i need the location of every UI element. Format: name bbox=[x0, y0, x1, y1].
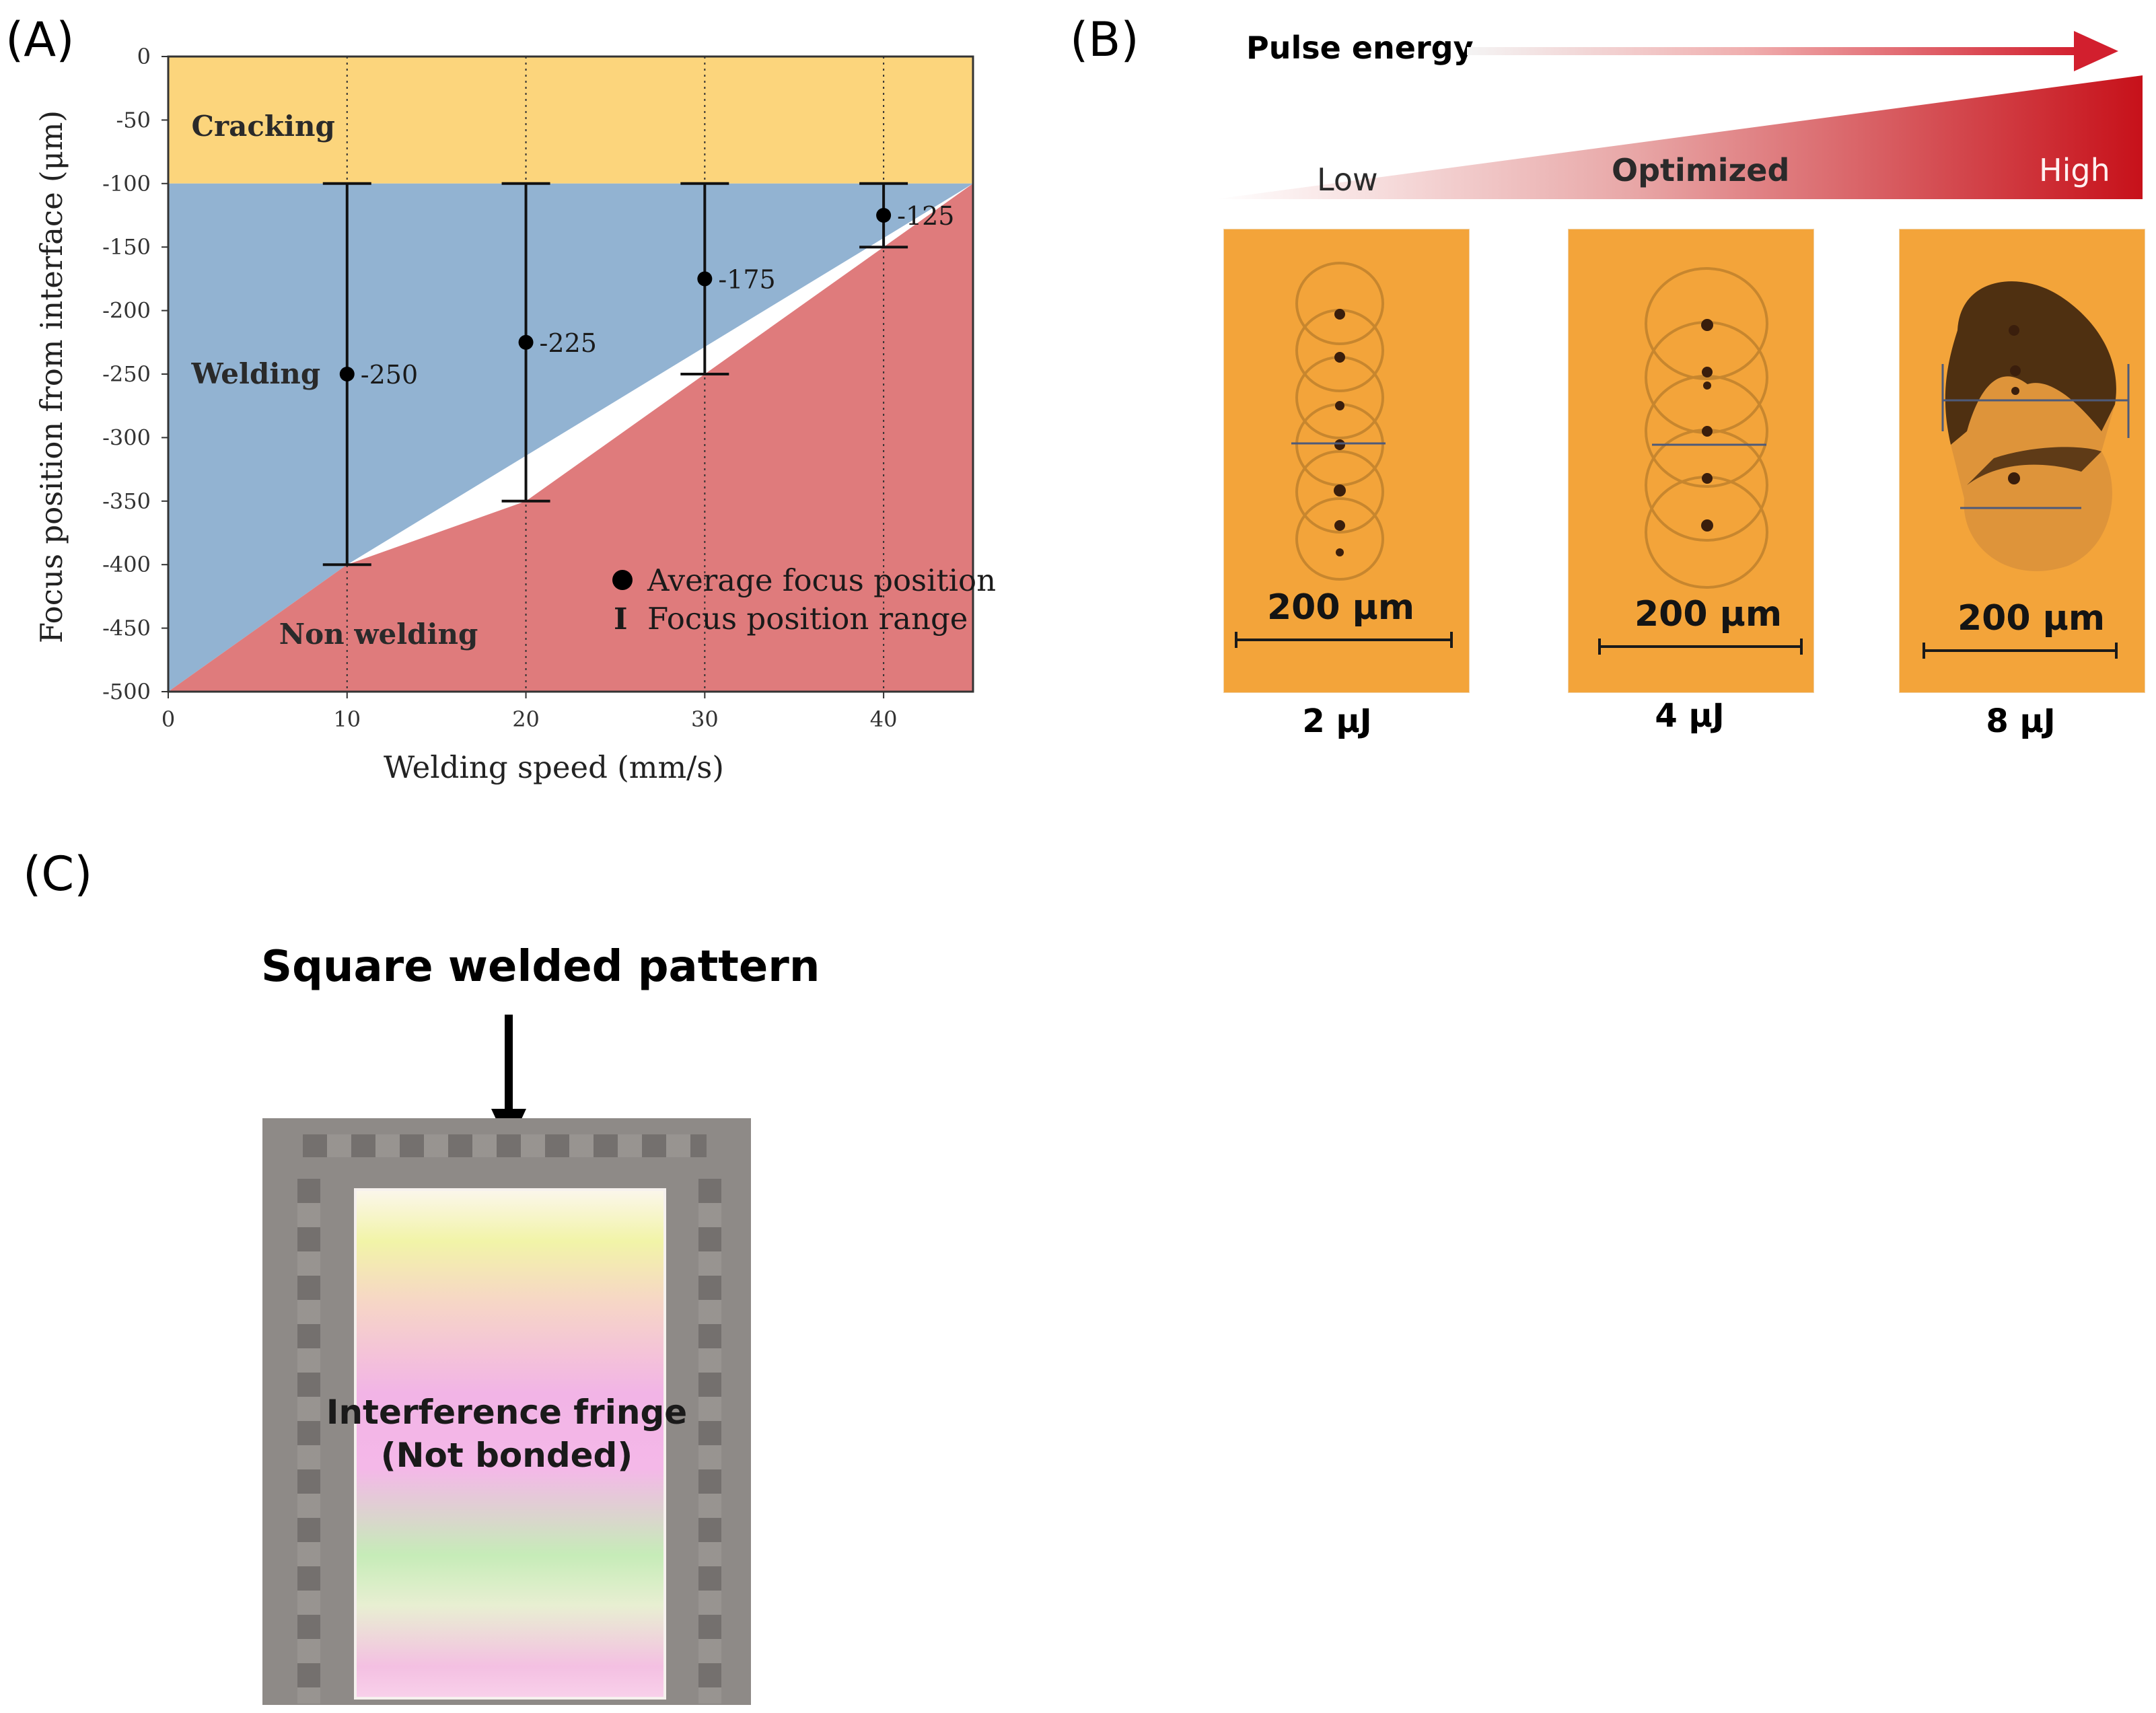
weld-seam-image bbox=[1291, 262, 1386, 581]
average-point bbox=[339, 367, 355, 381]
weld-seam-image bbox=[1645, 267, 1768, 589]
scale-label-2: 200 μm bbox=[1634, 594, 1783, 634]
scale-label-1: 200 μm bbox=[1267, 587, 1415, 628]
arrow-head-icon bbox=[2074, 31, 2118, 71]
data-label: -125 bbox=[897, 201, 954, 231]
scale-bar-1 bbox=[1235, 632, 1453, 648]
x-tick-label: 30 bbox=[691, 706, 719, 732]
legend-range-icon: I bbox=[614, 602, 628, 636]
panel-label-a: (A) bbox=[5, 12, 75, 67]
legend-marker-icon bbox=[612, 570, 633, 590]
x-tick-label: 0 bbox=[161, 706, 175, 732]
focus-position-chart: 0 -50 -100 -150 -200 -250 -300 -350 -400 -450 -500… bbox=[34, 44, 996, 785]
fringe-label-line2: (Not bonded) bbox=[380, 1436, 633, 1475]
panel-label-c: (C) bbox=[23, 846, 93, 902]
chart-series: -250 -225 -175 -125 bbox=[322, 182, 954, 567]
micrograph-2uj: 200 μm bbox=[1223, 229, 1470, 693]
y-axis-label: Focus position from interface (μm) bbox=[34, 110, 69, 643]
scale-label-3: 200 μm bbox=[1957, 598, 2106, 639]
micrograph-4uj: 200 μm bbox=[1568, 229, 1814, 693]
y-tick-label: -250 bbox=[102, 361, 151, 387]
micrograph-8uj: 200 μm bbox=[1899, 229, 2145, 693]
x-tick-label: 20 bbox=[512, 706, 540, 732]
y-tick-label: -300 bbox=[102, 425, 151, 450]
x-tick-label: 40 bbox=[870, 706, 898, 732]
chart-legend: Average focus position I Focus position … bbox=[612, 562, 996, 636]
fringe-label-line1: Interference fringe bbox=[326, 1393, 688, 1432]
y-tick-label: -450 bbox=[102, 616, 151, 641]
legend-range-label: Focus position range bbox=[647, 601, 968, 636]
pulse-energy-header: Pulse energy bbox=[1211, 27, 2133, 74]
pulse-energy-arrow-shaft bbox=[1467, 47, 2079, 55]
average-point bbox=[518, 334, 534, 350]
region-welding bbox=[168, 183, 973, 692]
legend-average-label: Average focus position bbox=[647, 562, 996, 598]
data-label: -250 bbox=[361, 360, 418, 390]
x-axis-label: Welding speed (mm/s) bbox=[384, 750, 724, 785]
average-point bbox=[697, 271, 713, 287]
data-label: -175 bbox=[718, 264, 775, 294]
square-welded-pattern-title: Square welded pattern bbox=[261, 942, 820, 992]
y-tick-label: -400 bbox=[102, 552, 151, 577]
scale-bar-2 bbox=[1598, 639, 1803, 655]
energy-level-high: High bbox=[2039, 152, 2110, 188]
scale-bar-3 bbox=[1923, 643, 2118, 659]
y-tick-label: -350 bbox=[102, 488, 151, 514]
energy-gradient-wedge bbox=[1215, 75, 2143, 199]
x-tick-label: 10 bbox=[333, 706, 361, 732]
y-tick-label: -50 bbox=[116, 107, 151, 133]
average-point bbox=[876, 208, 892, 223]
y-tick-label: -500 bbox=[102, 679, 151, 704]
weld-seam-image bbox=[1941, 281, 2130, 571]
panel-label-b: (B) bbox=[1070, 12, 1139, 67]
region-label: Non welding bbox=[279, 618, 478, 651]
data-label: -225 bbox=[540, 328, 597, 358]
y-tick-label: -100 bbox=[102, 171, 151, 196]
y-tick-label: -150 bbox=[102, 234, 151, 260]
chart-ticks: 0 -50 -100 -150 -200 -250 -300 -350 -400 -450 -500… bbox=[102, 44, 897, 732]
region-cracking bbox=[168, 57, 973, 184]
region-label: Welding bbox=[191, 357, 321, 390]
energy-level-low: Low bbox=[1317, 161, 1378, 198]
y-tick-label: 0 bbox=[137, 44, 151, 69]
energy-level-optimized: Optimized bbox=[1612, 152, 1790, 188]
energy-value-8uj: 8 μJ bbox=[1986, 702, 2056, 740]
interference-fringe-image bbox=[262, 1118, 751, 1705]
energy-value-4uj: 4 μJ bbox=[1655, 697, 1725, 735]
y-tick-label: -200 bbox=[102, 298, 151, 324]
energy-value-2uj: 2 μJ bbox=[1302, 702, 1372, 740]
region-label: Cracking bbox=[192, 110, 335, 143]
pulse-energy-label: Pulse energy bbox=[1246, 30, 1474, 66]
